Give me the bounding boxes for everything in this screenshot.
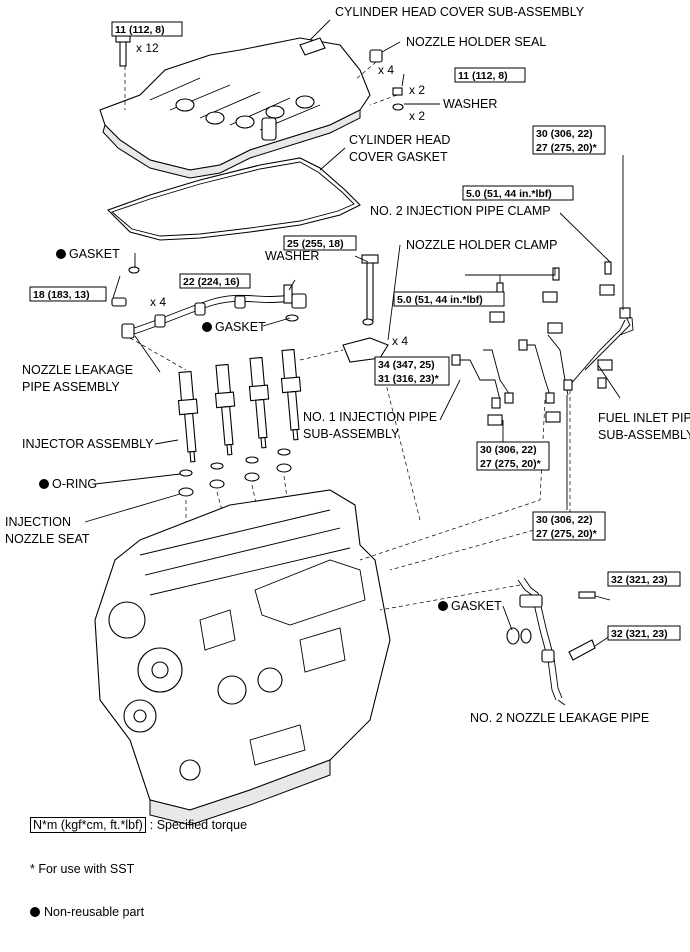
label-head-cover-gasket-line2: COVER GASKET (349, 150, 448, 164)
torque-callouts: 11 (112, 8) 11 (112, 8) 30 (306, 22) 27 … (29, 21, 681, 641)
legend-sst-note: * For use with SST (30, 862, 135, 876)
torque-nut-top: 11 (112, 8) (458, 70, 508, 82)
legend-non-reusable: Non-reusable part (30, 905, 144, 919)
torque-fuel-inlet-lower-line1: 30 (306, 22) (536, 514, 593, 526)
non-reusable-dot-gasket-left (56, 249, 66, 259)
label-o-ring: O-RING (52, 477, 97, 491)
non-reusable-dot-gasket-mid (202, 322, 212, 332)
torque-clamp-bolt: 25 (255, 18) (287, 238, 344, 250)
non-reusable-dot-o-ring (39, 479, 49, 489)
label-no1-injection-pipe-line2: SUB-ASSEMBLY (303, 427, 400, 441)
label-gasket-mid: GASKET (215, 320, 266, 334)
qty-nuts-top: x 2 (409, 83, 425, 97)
torque-leakage-union: 22 (224, 16) (183, 276, 240, 288)
label-nozzle-leakage-pipe-line1: NOZZLE LEAKAGE (22, 363, 133, 377)
label-gasket-left: GASKET (69, 247, 120, 261)
torque-no2-leak-bolt-2: 32 (321, 23) (611, 628, 668, 640)
label-fuel-inlet-pipe-line1: FUEL INLET PIPE (598, 411, 690, 425)
nozzle-leakage-pipe-drawing (111, 266, 307, 339)
torque-fuel-inlet-top-line2: 27 (275, 20)* (536, 142, 598, 154)
non-reusable-dot-icon (30, 907, 40, 917)
torque-no1-pipe-lower-line2: 27 (275, 20)* (480, 458, 542, 470)
assembly-guide-lines (129, 337, 571, 611)
label-no2-injection-pipe-clamp: NO. 2 INJECTION PIPE CLAMP (370, 204, 551, 218)
label-nozzle-leakage-pipe-line2: PIPE ASSEMBLY (22, 380, 120, 394)
torque-no2-leak-bolt-1: 32 (321, 23) (611, 574, 668, 586)
non-reusable-dot-gasket-right (438, 601, 448, 611)
torque-no1-pipe-line1: 34 (347, 25) (378, 359, 435, 371)
torque-fuel-inlet-top-line1: 30 (306, 22) (536, 128, 593, 140)
qty-head-cover-bolts: x 12 (136, 41, 159, 55)
label-nozzle-holder-clamp: NOZZLE HOLDER CLAMP (406, 238, 557, 252)
torque-clamp-no2: 5.0 (51, 44 in.*lbf) (466, 188, 552, 200)
label-fuel-inlet-pipe-line2: SUB-ASSEMBLY (598, 428, 690, 442)
legend-torque: N*m (kgf*cm, ft.*lbf): Specified torque (30, 817, 248, 833)
torque-fuel-inlet-lower-line2: 27 (275, 20)* (536, 528, 598, 540)
label-cylinder-head-cover: CYLINDER HEAD COVER SUB-ASSEMBLY (335, 5, 585, 19)
nozzle-holder-clamp-drawing (342, 254, 389, 363)
label-head-cover-gasket-line1: CYLINDER HEAD (349, 133, 450, 147)
injection-pipe-clamps-drawing (487, 261, 615, 426)
qty-leakage-pipe-bolts: x 4 (150, 295, 166, 309)
label-washer-mid: WASHER (265, 249, 319, 263)
label-gasket-right: GASKET (451, 599, 502, 613)
legend-torque-unit: N*m (kgf*cm, ft.*lbf) (30, 817, 146, 833)
no2-nozzle-leakage-pipe-drawing (506, 577, 596, 701)
qty-nozzle-holder-clamp: x 4 (392, 334, 408, 348)
legend-non-reusable-text: Non-reusable part (44, 905, 145, 919)
label-no1-injection-pipe-line1: NO. 1 INJECTION PIPE (303, 410, 437, 424)
torque-no1-pipe-line2: 31 (316, 23)* (378, 373, 440, 385)
engine-block-drawing (94, 489, 391, 826)
label-injector-assembly: INJECTOR ASSEMBLY (22, 437, 154, 451)
legend-torque-desc: : Specified torque (149, 818, 248, 832)
label-injection-nozzle-seat-line2: NOZZLE SEAT (5, 532, 90, 546)
label-washer-top: WASHER (443, 97, 497, 111)
torque-clamp-mid: 5.0 (51, 44 in.*lbf) (397, 294, 483, 306)
qty-washer-top: x 2 (409, 109, 425, 123)
torque-leakage-bolt: 18 (183, 13) (33, 289, 90, 301)
qty-nozzle-holder-seal: x 4 (378, 63, 394, 77)
cylinder-head-cover-gasket-drawing (106, 157, 361, 241)
cylinder-head-cover-drawing (99, 35, 404, 179)
torque-no1-pipe-lower-line1: 30 (306, 22) (480, 444, 537, 456)
label-no2-nozzle-leakage-pipe: NO. 2 NOZZLE LEAKAGE PIPE (470, 711, 649, 725)
label-injection-nozzle-seat-line1: INJECTION (5, 515, 71, 529)
injection-pipes-drawing (451, 307, 634, 409)
label-nozzle-holder-seal: NOZZLE HOLDER SEAL (406, 35, 546, 49)
torque-head-cover-bolt: 11 (112, 8) (115, 24, 165, 36)
